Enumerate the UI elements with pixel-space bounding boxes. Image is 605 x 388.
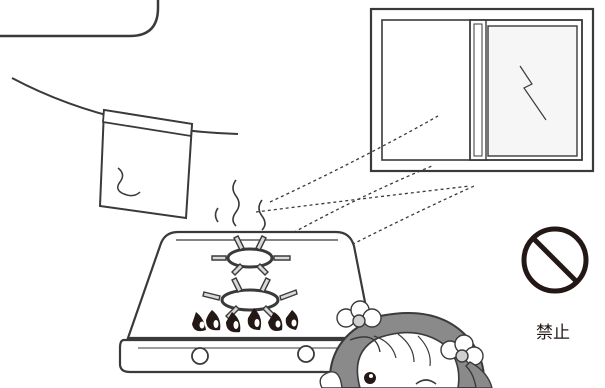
speech-balloon [0,0,158,36]
girl-eye [364,372,376,384]
girl-character [318,301,492,388]
window [371,9,593,171]
stove-knob-right [298,346,314,362]
prohibition-icon [524,229,586,291]
prohibition-label: 禁止 [520,318,586,343]
hanging-towel [100,110,192,218]
stove-knob-left [192,348,208,364]
steam-icon [216,180,266,230]
